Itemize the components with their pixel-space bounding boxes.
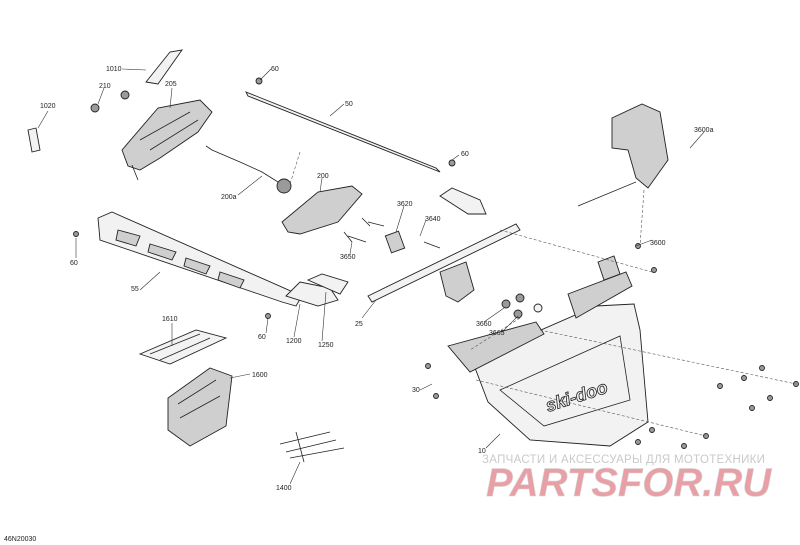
callout-200a: 200a <box>221 194 237 201</box>
part-3600a-hinge <box>611 103 669 189</box>
callout-3660: 3660 <box>476 321 492 328</box>
part-1020-decal <box>27 127 41 153</box>
callout-205: 205 <box>165 81 177 88</box>
callout-50: 50 <box>345 101 353 108</box>
watermark-tagline: ЗАПЧАСТИ И АКСЕССУАРЫ ДЛЯ МОТОТЕХНИКИ <box>482 454 765 466</box>
callout-3640: 3640 <box>425 216 441 223</box>
callout-210: 210 <box>99 83 111 90</box>
diagram-id: 46N20030 <box>4 536 36 543</box>
callout-1010: 1010 <box>106 66 122 73</box>
callout-1200: 1200 <box>286 338 302 345</box>
part-55-side-panel <box>97 211 303 307</box>
part-flap-bracket-left <box>447 321 545 373</box>
callout-3600a: 3600a <box>694 127 714 134</box>
callout-60-c: 60 <box>70 260 78 267</box>
callout-60-b: 60 <box>461 151 469 158</box>
part-3660-nut <box>501 299 511 309</box>
callout-200: 200 <box>317 173 329 180</box>
callout-30: 30 <box>412 387 420 394</box>
part-center-bracket <box>439 261 475 303</box>
part-200-headlight <box>281 185 363 235</box>
watermark-logo: PARTSFOR.RU <box>486 461 772 505</box>
callout-1020: 1020 <box>40 103 56 110</box>
callout-10: 10 <box>478 448 486 455</box>
callout-3650: 3650 <box>340 254 356 261</box>
part-1250-lens <box>306 273 349 295</box>
callout-60-d: 60 <box>258 334 266 341</box>
part-25-rail <box>367 223 521 303</box>
part-3650-bolt <box>343 231 367 243</box>
callout-3665: 3665 <box>489 330 505 337</box>
callout-1600: 1600 <box>252 372 268 379</box>
leader-lines <box>37 68 705 485</box>
part-3640-bolt <box>361 217 385 227</box>
part-1610-frame <box>138 329 228 365</box>
callout-1400: 1400 <box>276 485 292 492</box>
callout-1250: 1250 <box>318 342 334 349</box>
part-1010-decal <box>145 49 183 85</box>
part-1200-gasket <box>285 281 339 307</box>
part-gasket-upper <box>439 187 487 215</box>
part-210-nut <box>90 103 100 113</box>
part-1400-harness <box>279 431 345 463</box>
callout-60-a: 60 <box>271 66 279 73</box>
callout-3600: 3600 <box>650 240 666 247</box>
part-205-housing <box>121 99 213 171</box>
part-50-bar <box>245 91 441 173</box>
part-3620-bracket <box>384 230 406 254</box>
callout-25: 25 <box>355 321 363 328</box>
callout-3620: 3620 <box>397 201 413 208</box>
callout-1610: 1610 <box>162 316 178 323</box>
part-3665-nut <box>533 303 543 313</box>
part-200a-wire <box>205 145 279 183</box>
callout-55: 55 <box>131 286 139 293</box>
part-10-mudflap <box>471 303 649 447</box>
part-210-nut-b <box>120 90 130 100</box>
